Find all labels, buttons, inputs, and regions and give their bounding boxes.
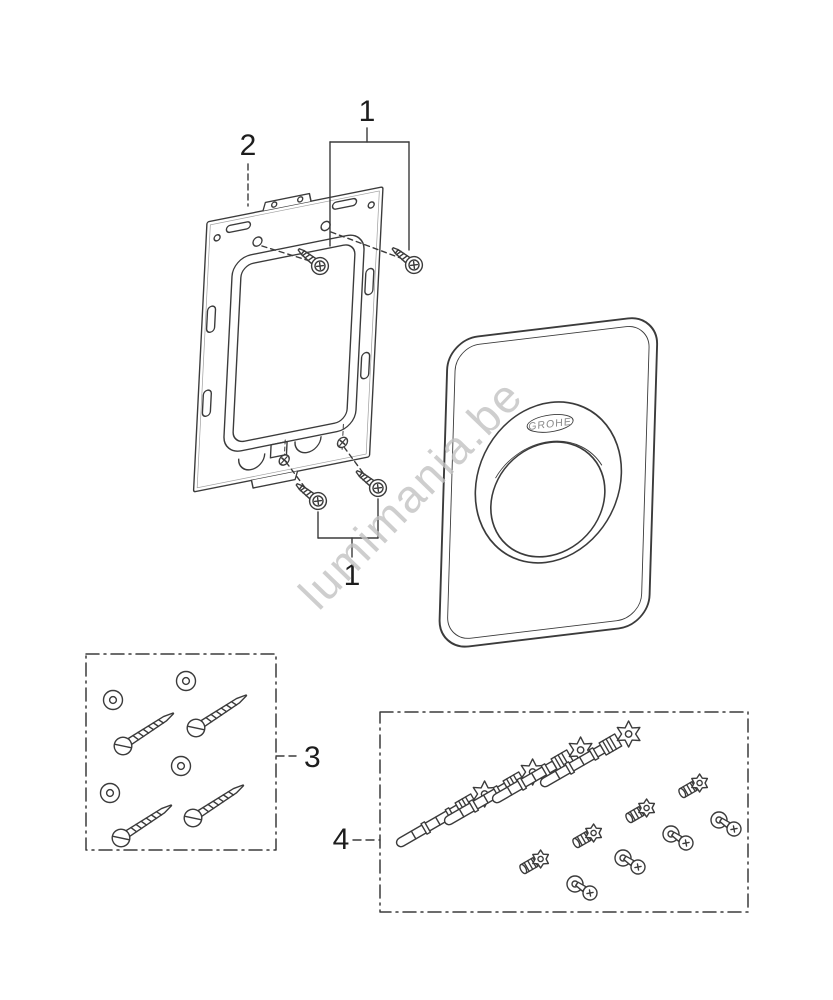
callout-frame: 2	[240, 129, 257, 207]
small-screw-washer-icon	[614, 849, 649, 878]
wall-anchor-icon	[486, 733, 599, 811]
screw-set-box	[85, 653, 277, 851]
leader-line	[261, 245, 311, 262]
washer-icon	[170, 755, 192, 777]
machine-screw-icon	[290, 477, 331, 514]
grohe-logo-oval	[526, 414, 574, 433]
grohe-logo: GROHE	[528, 416, 572, 433]
wood-screw-icon	[183, 687, 252, 741]
callout-label-4: 4	[333, 823, 350, 856]
callout-label-1-bottom: 1	[344, 559, 361, 592]
knurled-nut-icon	[569, 821, 606, 852]
washer-icon	[99, 782, 121, 804]
flush-plate-drawing: GROHE	[438, 317, 659, 648]
washer-icon	[102, 689, 124, 711]
leader-line	[343, 446, 370, 482]
small-screw-washer-icon	[710, 811, 745, 840]
screw-washer-set: 3	[85, 653, 321, 851]
knurled-nut-icon	[675, 771, 712, 802]
machine-screw-icon	[386, 241, 427, 278]
small-screw-washer-icon	[566, 875, 601, 904]
small-screw-washer-icon	[662, 825, 697, 854]
flush-button	[490, 441, 606, 558]
callout-label-1-top: 1	[359, 95, 376, 128]
callout-screws-bottom: 1	[317, 498, 379, 592]
callout-label-3: 3	[304, 741, 321, 774]
callout-screws-top: 1	[329, 95, 410, 251]
mounting-frame-drawing	[192, 186, 384, 493]
leader-line	[330, 231, 404, 260]
anchor-set-box	[379, 711, 749, 913]
knurled-nut-icon	[516, 847, 553, 878]
wood-screw-icon	[108, 797, 177, 851]
anchor-set: 4	[333, 711, 749, 913]
knurled-nut-icon	[622, 796, 659, 827]
wall-anchor-icon	[534, 717, 647, 795]
callout-label-2: 2	[240, 129, 257, 162]
washer-icon	[175, 670, 197, 692]
wood-screw-icon	[110, 705, 179, 759]
frame-screw-hole	[252, 236, 263, 247]
wood-screw-icon	[180, 777, 249, 831]
